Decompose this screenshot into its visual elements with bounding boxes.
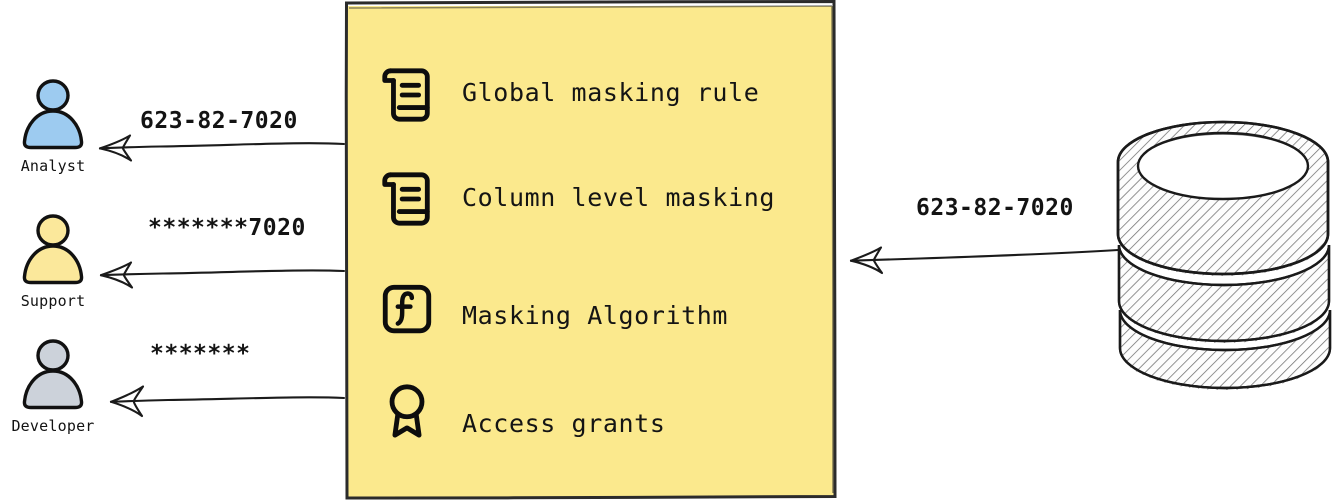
scroll-icon <box>382 172 430 226</box>
policy-list: Global masking rule Column level masking <box>346 6 835 497</box>
policy-row-label: Column level masking <box>462 182 776 212</box>
arrow-to-support <box>99 261 346 289</box>
policy-row-label: Global masking rule <box>462 77 760 107</box>
actor-label: Analyst <box>20 157 86 175</box>
arrow-from-database <box>849 246 1120 275</box>
database-cylinder-icon[interactable] <box>1112 118 1334 393</box>
scroll-icon <box>382 68 430 122</box>
policy-row[interactable]: Masking Algorithm <box>378 278 728 342</box>
flow-label-analyst: 623-82-7020 <box>140 108 298 134</box>
flow-label-developer: ******* <box>150 341 251 367</box>
actor-developer[interactable]: Developer <box>0 338 108 435</box>
policy-row[interactable]: Column level masking <box>378 167 775 231</box>
function-icon <box>382 284 432 334</box>
award-icon <box>389 384 425 438</box>
person-icon <box>22 79 84 150</box>
flow-label-database: 623-82-7020 <box>916 195 1074 221</box>
person-icon <box>22 214 84 285</box>
person-icon <box>22 339 84 410</box>
policy-row[interactable]: Global masking rule <box>378 63 759 127</box>
arrow-to-developer <box>109 385 346 418</box>
policy-row[interactable]: Access grants <box>378 378 665 442</box>
policy-panel: Global masking rule Column level masking <box>344 0 837 500</box>
database-disc-top <box>1116 120 1330 276</box>
policy-row-label: Access grants <box>462 408 666 438</box>
actor-label: Developer <box>11 417 95 435</box>
actor-support[interactable]: Support <box>0 213 108 310</box>
flow-label-support: *******7020 <box>148 215 306 241</box>
arrow-to-analyst <box>98 134 346 162</box>
actor-analyst[interactable]: Analyst <box>0 78 108 175</box>
policy-row-label: Masking Algorithm <box>462 300 729 330</box>
actor-label: Support <box>20 292 86 310</box>
